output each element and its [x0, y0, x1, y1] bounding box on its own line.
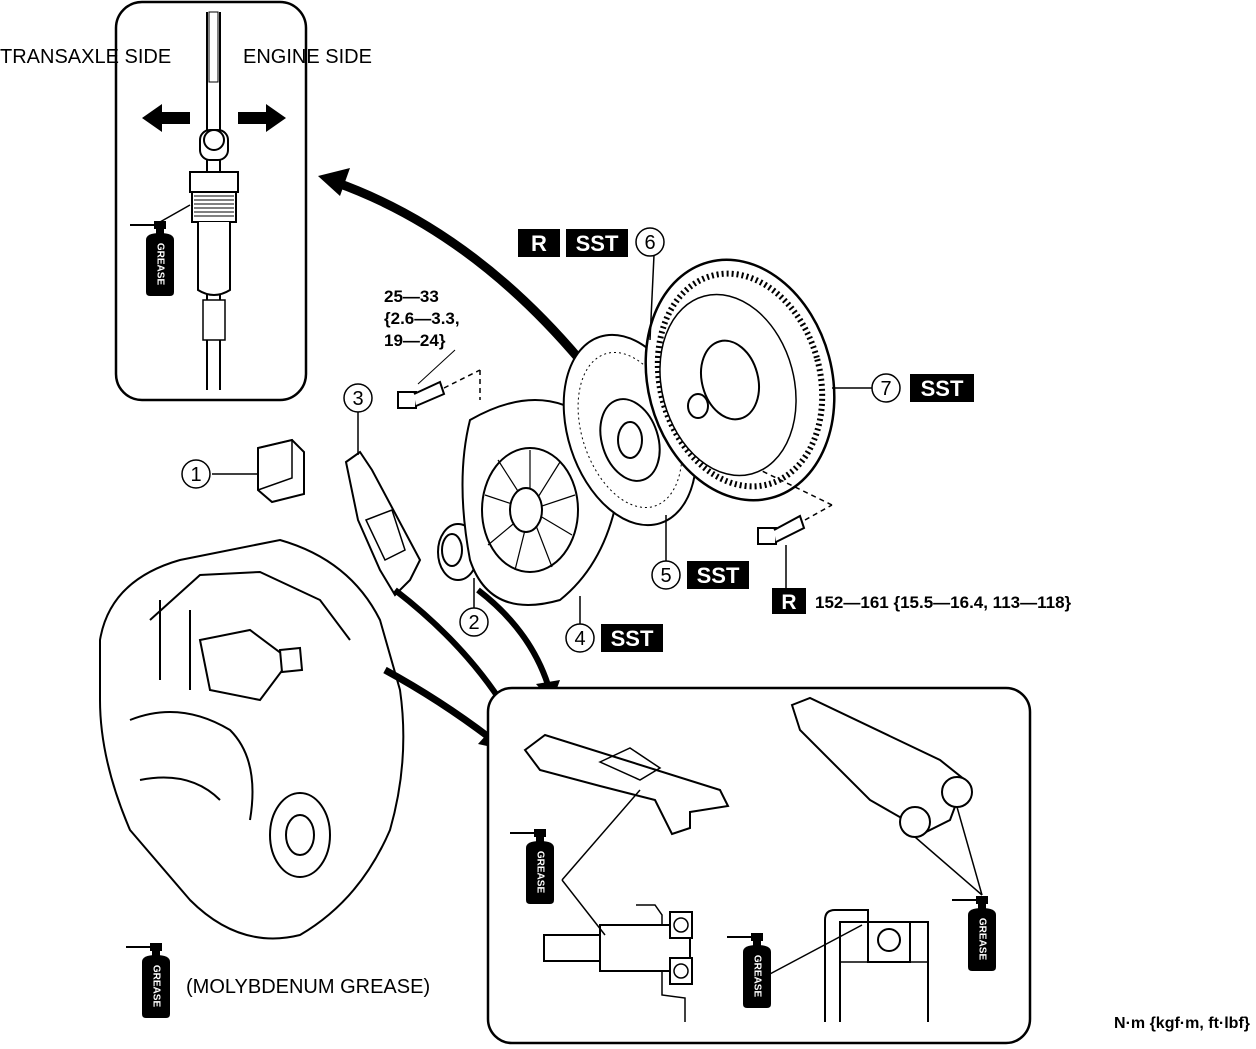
flywheel-r-text: R	[781, 591, 796, 614]
part-1-dust-boot	[212, 438, 305, 504]
callout-3-number: 3	[352, 388, 363, 410]
inset-grease-points	[486, 686, 1032, 1045]
flywheel-r-badge	[772, 588, 806, 614]
torque-cover-line-3: 19—24}	[384, 331, 446, 350]
inset-release-bearing	[114, 0, 308, 402]
callout-4-number: 4	[574, 628, 585, 650]
arrow-fork-to-inset	[393, 587, 503, 702]
callout-7-number: 7	[880, 378, 891, 400]
callout-7-sst-text: SST	[921, 376, 964, 401]
callout-6-sst-text: SST	[576, 231, 619, 256]
flywheel-bolt	[757, 469, 833, 590]
callout-7: 7 SST	[871, 373, 974, 403]
torque-cover-line-1: 25—33	[384, 287, 439, 306]
callout-6-r-text: R	[531, 231, 547, 256]
callout-2-number: 2	[468, 612, 479, 634]
callout-1: 1	[181, 459, 211, 489]
legend-grease-can	[125, 942, 171, 1019]
callout-3: 3	[343, 383, 373, 413]
callout-4: 4 SST	[565, 623, 663, 653]
callout-5-sst-badge	[687, 561, 749, 589]
callout-4-sst-text: SST	[611, 626, 654, 651]
transaxle-side-label: TRANSAXLE SIDE	[0, 46, 171, 68]
torque-flywheel-value: 152—161 {15.5—16.4, 113—118}	[815, 593, 1072, 612]
arrow-bearing-to-inset	[476, 587, 551, 686]
clutch-cover-bolt	[397, 349, 481, 409]
callout-7-sst-badge	[910, 374, 974, 402]
callout-6: R SST 6	[518, 227, 665, 257]
torque-flywheel-bolt: R 152—161 {15.5—16.4, 113—118}	[772, 588, 1072, 614]
units-label: N·m {kgf·m, ft·lbf}	[1114, 1015, 1250, 1032]
engine-side-label: ENGINE SIDE	[243, 46, 372, 68]
part-7-flywheel	[644, 254, 872, 502]
callout-1-number: 1	[190, 464, 201, 486]
callout-5-sst-text: SST	[697, 563, 740, 588]
callout-6-number: 6	[644, 232, 655, 254]
callout-4-sst-badge	[601, 624, 663, 652]
arrowhead-inset	[318, 168, 350, 196]
curved-arrow-to-inset	[333, 177, 584, 363]
part-3-release-fork	[344, 412, 422, 597]
callout-5-number: 5	[660, 565, 671, 587]
transaxle-housing	[99, 538, 405, 940]
torque-cover-line-2: {2.6—3.3,	[384, 309, 460, 328]
torque-cover-bolt: 25—33 {2.6—3.3, 19—24}	[384, 287, 460, 350]
molybdenum-grease-label: (MOLYBDENUM GREASE)	[186, 976, 430, 998]
arrow-housing-to-inset	[383, 666, 493, 741]
callout-6-sst-badge	[566, 229, 628, 257]
callout-2: 2	[459, 607, 489, 637]
callout-5: 5 SST	[651, 560, 749, 590]
callout-6-r-badge	[518, 229, 560, 257]
